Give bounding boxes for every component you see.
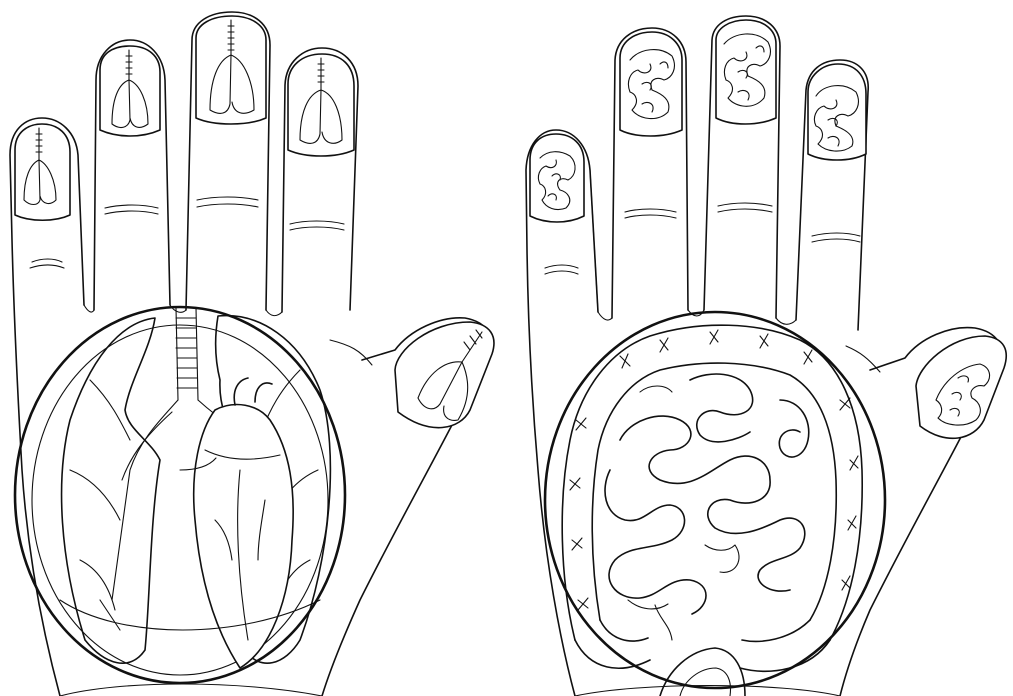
left-heart	[180, 378, 293, 668]
right-nail-index	[808, 64, 866, 160]
right-nail-middle	[716, 20, 776, 124]
left-nail-middle	[196, 16, 266, 124]
left-hand-illustration	[10, 12, 494, 696]
left-palm-cavity	[15, 307, 345, 683]
right-palm-cavity	[545, 312, 885, 696]
left-nail-index	[288, 54, 354, 156]
right-hand-illustration	[526, 16, 1006, 696]
right-small-intestine	[605, 374, 809, 640]
right-nail-ring	[620, 32, 682, 136]
left-nail-pinky	[15, 124, 70, 220]
right-nail-pinky	[530, 134, 584, 222]
right-nail-thumb	[916, 336, 1006, 438]
left-nail-thumb	[395, 322, 494, 428]
left-nail-ring	[100, 46, 160, 136]
